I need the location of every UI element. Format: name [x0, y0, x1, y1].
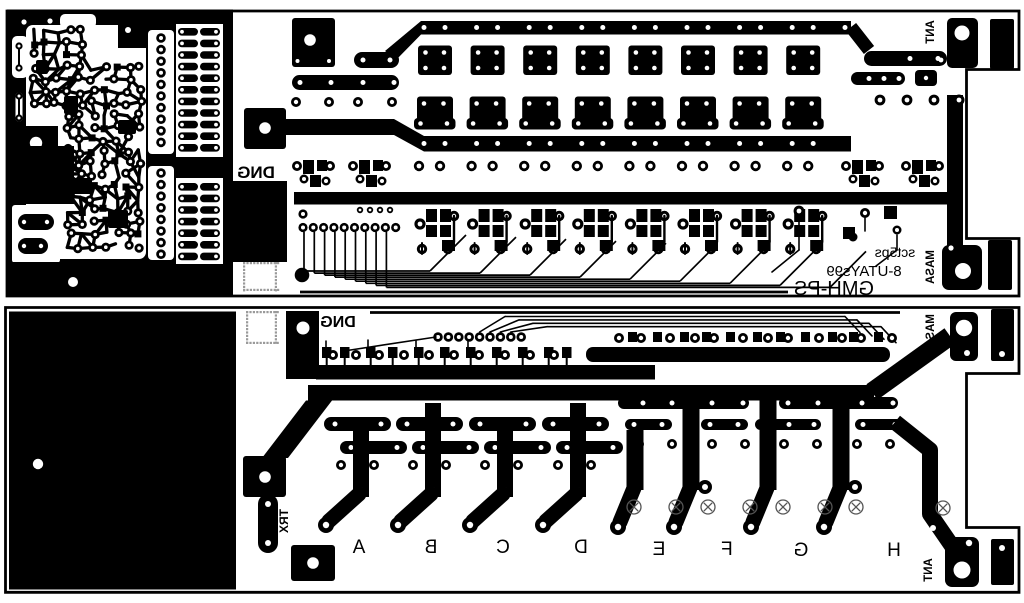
svg-text:D: D [574, 537, 588, 558]
svg-text:H: H [887, 540, 901, 561]
svg-text:GMH-PS: GMH-PS [794, 278, 874, 300]
svg-text:sct5ps: sct5ps [875, 244, 915, 260]
svg-text:8-UTAYs99: 8-UTAYs99 [826, 263, 901, 280]
svg-text:E: E [653, 539, 666, 560]
svg-text:B: B [425, 537, 438, 558]
svg-text:DNG: DNG [237, 163, 275, 182]
svg-text:G: G [794, 540, 809, 561]
svg-text:MASA: MASA [925, 250, 937, 284]
svg-text:F: F [721, 539, 733, 560]
svg-text:TRX: TRX [277, 509, 291, 533]
svg-text:ANT: ANT [923, 558, 935, 582]
svg-text:ANT: ANT [925, 20, 937, 44]
svg-text:C: C [496, 537, 510, 558]
svg-text:A: A [352, 537, 365, 558]
svg-text:MASA: MASA [925, 314, 937, 348]
svg-text:DNG: DNG [320, 314, 356, 331]
